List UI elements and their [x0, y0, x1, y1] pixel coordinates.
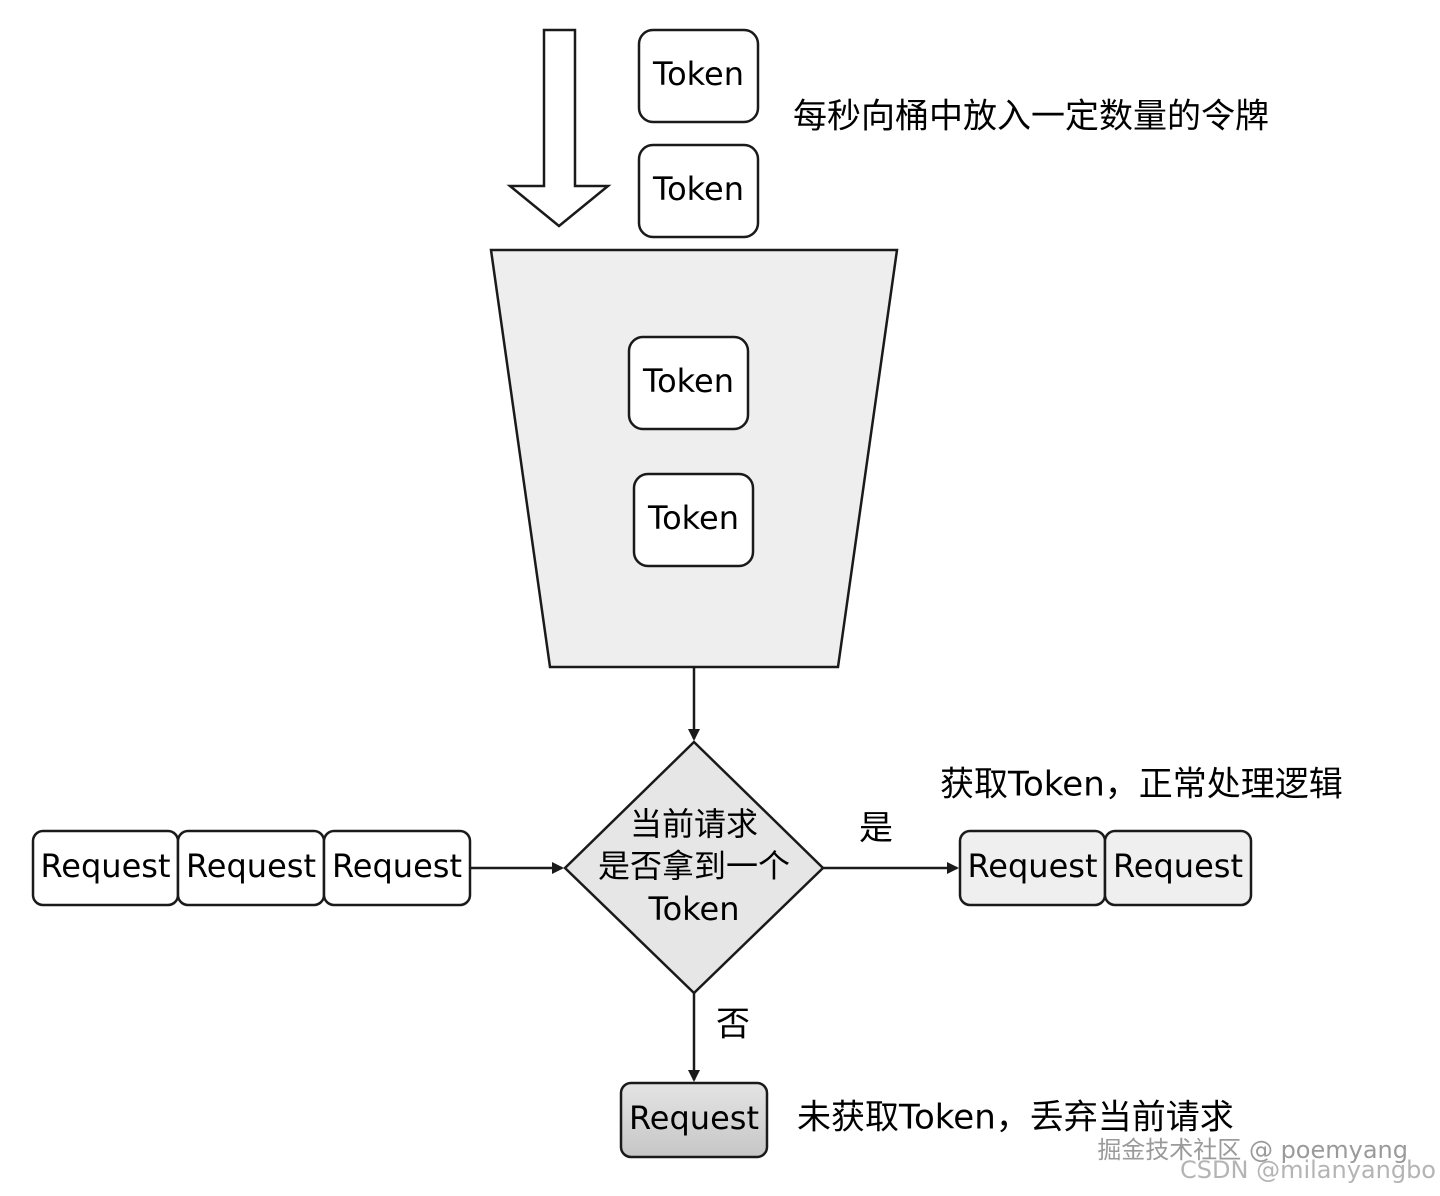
request-label: Request	[968, 847, 1098, 885]
incoming-token: Token	[637, 143, 760, 239]
decision-text-line1: 当前请求	[630, 805, 758, 843]
accept-caption: 获取Token，正常处理逻辑	[940, 765, 1343, 805]
incoming-token: Token	[637, 28, 760, 124]
watermark-line2: CSDN @milanyangbo	[1180, 1156, 1436, 1184]
rejected-request: Request	[619, 1081, 769, 1159]
bucket-token: Token	[632, 472, 755, 568]
yes-label: 是	[859, 809, 893, 849]
watermark-line1: 掘金技术社区 @ poemyang	[1097, 1136, 1408, 1164]
decision-text-line2: 是否拿到一个	[598, 847, 790, 885]
request-label: Request	[1113, 847, 1243, 885]
incoming-request: Request	[31, 829, 180, 907]
token-label: Token	[652, 170, 744, 208]
accepted-request: Request	[958, 829, 1107, 907]
fill-caption: 每秒向桶中放入一定数量的令牌	[793, 97, 1269, 137]
incoming-request: Request	[322, 829, 472, 907]
request-label: Request	[332, 847, 462, 885]
request-label: Request	[629, 1099, 759, 1137]
token-label: Token	[652, 55, 744, 93]
reject-caption: 未获取Token，丢弃当前请求	[797, 1098, 1234, 1138]
decision-text-line3: Token	[647, 890, 739, 928]
token-label: Token	[642, 362, 734, 400]
token-label: Token	[647, 499, 739, 537]
no-label: 否	[716, 1005, 750, 1045]
accepted-request: Request	[1103, 829, 1253, 907]
request-label: Request	[41, 847, 171, 885]
bucket	[489, 248, 899, 669]
bucket-token: Token	[627, 335, 750, 431]
request-label: Request	[186, 847, 316, 885]
incoming-request: Request	[176, 829, 326, 907]
inflow-arrow-icon	[506, 28, 612, 228]
